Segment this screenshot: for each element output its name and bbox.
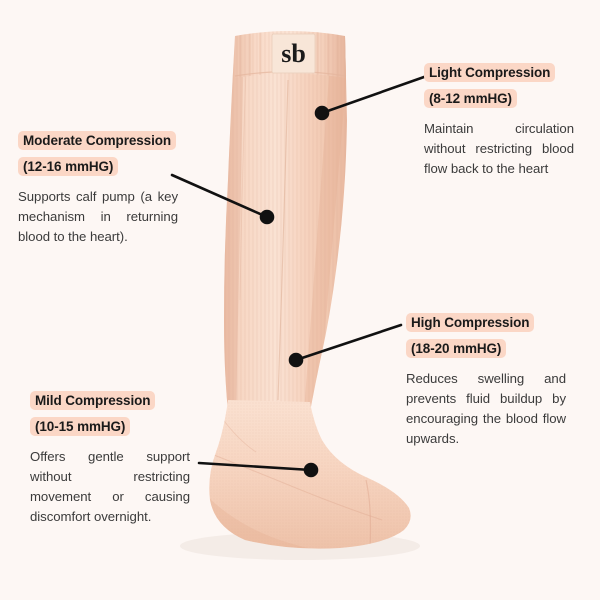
callout-moderate-compression: Moderate Compression (12-16 mmHG) Suppor…: [18, 128, 178, 247]
callout-mild-heading-text: Mild Compression: [30, 391, 156, 410]
callout-mild-body: Offers gentle support without restrictin…: [30, 448, 190, 524]
callout-moderate-heading-range: (12-16 mmHG): [18, 156, 119, 176]
callout-moderate-body: Supports calf pump (a key mechanism in r…: [18, 188, 178, 244]
callout-light-heading-text: Light Compression: [424, 63, 556, 82]
brand-tag: sb: [271, 33, 316, 74]
callout-high-heading-range: (18-20 mmHG): [406, 338, 507, 358]
callout-light-body: Maintain circulation without restricting…: [424, 120, 574, 176]
callout-light-compression: Light Compression (8-12 mmHG) Maintain c…: [424, 60, 574, 179]
callout-light-heading-range: (8-12 mmHG): [424, 88, 517, 108]
sock-leg: [224, 36, 347, 412]
callout-high-compression: High Compression (18-20 mmHG) Reduces sw…: [406, 310, 566, 449]
callout-moderate-heading-text: Moderate Compression: [18, 131, 177, 150]
callout-high-heading: High Compression (18-20 mmHG): [406, 310, 566, 362]
callout-mild-heading-range: (10-15 mmHG): [30, 416, 131, 436]
callout-light-heading: Light Compression (8-12 mmHG): [424, 60, 574, 112]
callout-high-heading-text: High Compression: [406, 313, 535, 332]
callout-mild-compression: Mild Compression (10-15 mmHG) Offers gen…: [30, 388, 190, 527]
callout-mild-heading: Mild Compression (10-15 mmHG): [30, 388, 190, 440]
callout-high-body: Reduces swelling and prevents fluid buil…: [406, 370, 566, 446]
callout-moderate-heading: Moderate Compression (12-16 mmHG): [18, 128, 178, 180]
brand-logo: sb: [281, 39, 306, 68]
